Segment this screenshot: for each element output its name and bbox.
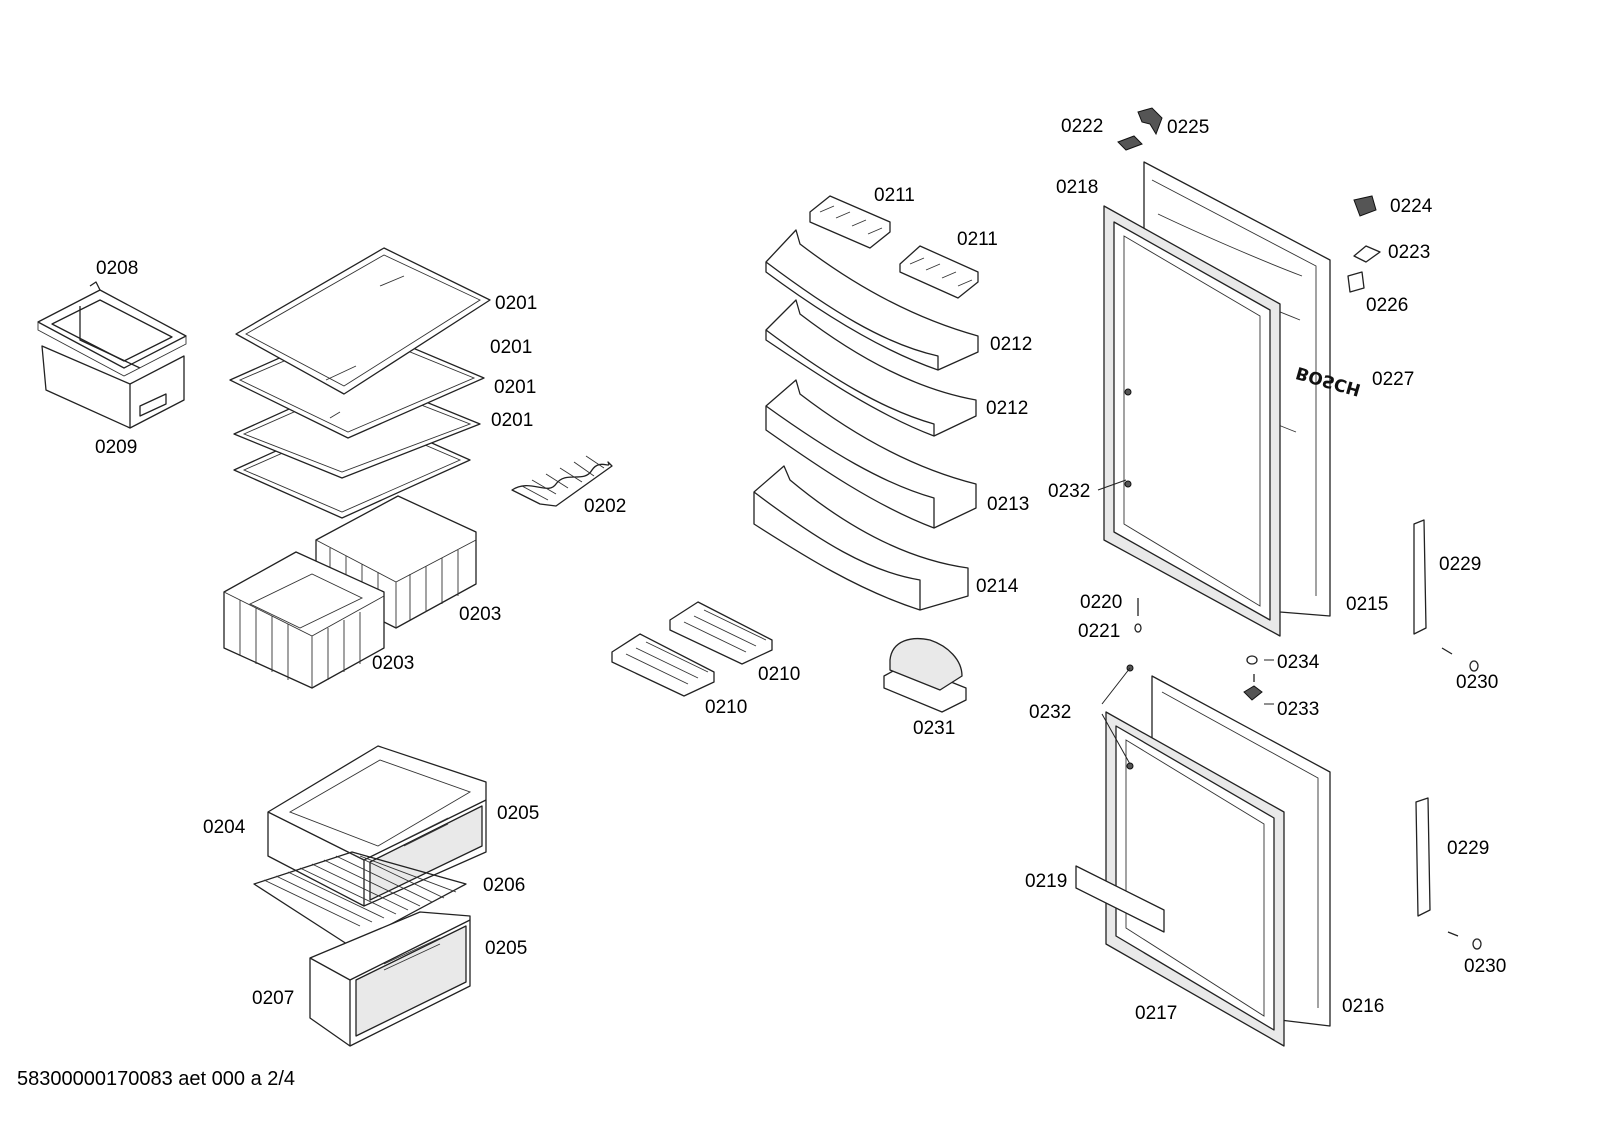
label-0203-b: 0203	[372, 653, 414, 674]
label-0216: 0216	[1342, 996, 1384, 1017]
fridge-door-drawing	[1103, 161, 1331, 637]
label-0217: 0217	[1135, 1003, 1177, 1024]
label-0201-b: 0201	[490, 337, 532, 358]
label-0204: 0204	[203, 817, 246, 838]
egg-trays-drawing	[809, 195, 979, 299]
callout-labels: 0208 0209 0201 0201 0201 0201 0202 0203 …	[95, 116, 1506, 1024]
label-0205-b: 0205	[485, 938, 527, 959]
hinges-and-screws-drawing	[1117, 107, 1482, 950]
label-0224: 0224	[1390, 196, 1433, 217]
label-0221: 0221	[1078, 621, 1120, 642]
label-0232-a: 0232	[1048, 481, 1090, 502]
label-0205-a: 0205	[497, 803, 539, 824]
label-0211-b: 0211	[957, 229, 998, 250]
label-0230-b: 0230	[1464, 956, 1506, 977]
label-0210-b: 0210	[705, 697, 747, 718]
label-0201-a: 0201	[495, 293, 537, 314]
ice-trays-drawing	[611, 601, 773, 697]
door-bins-drawing	[753, 229, 979, 611]
label-0226: 0226	[1366, 295, 1408, 316]
label-0232-b: 0232	[1029, 702, 1071, 723]
label-0225: 0225	[1167, 117, 1209, 138]
label-0211-a: 0211	[874, 185, 915, 206]
label-0212-b: 0212	[986, 398, 1028, 419]
label-0233: 0233	[1277, 699, 1319, 720]
label-0231: 0231	[913, 718, 955, 739]
label-0203-a: 0203	[459, 604, 501, 625]
freezer-door-drawing	[1075, 675, 1331, 1047]
label-0210-a: 0210	[758, 664, 800, 685]
label-0215: 0215	[1346, 594, 1388, 615]
label-0218: 0218	[1056, 177, 1098, 198]
label-0214: 0214	[976, 576, 1019, 597]
label-0207: 0207	[252, 988, 294, 1009]
leader-lines	[1097, 479, 1274, 765]
butter-dish-drawing	[883, 637, 967, 713]
glass-shelves-drawing	[229, 247, 491, 519]
label-0208: 0208	[96, 258, 138, 279]
label-0229-a: 0229	[1439, 554, 1481, 575]
label-0223: 0223	[1388, 242, 1430, 263]
crisper-drawer-drawing	[267, 745, 487, 907]
label-0227: 0227	[1372, 369, 1414, 390]
label-0222: 0222	[1061, 116, 1103, 137]
drawing-reference-footer: 58300000170083 aet 000 a 2/4	[17, 1068, 295, 1090]
label-0213: 0213	[987, 494, 1029, 515]
label-0206: 0206	[483, 875, 525, 896]
label-0212-a: 0212	[990, 334, 1032, 355]
ice-box-drawing	[37, 281, 187, 429]
label-0219: 0219	[1025, 871, 1067, 892]
wire-shelf-drawing	[253, 851, 467, 947]
label-0201-d: 0201	[491, 410, 533, 431]
label-0202: 0202	[584, 496, 626, 517]
label-0220: 0220	[1080, 592, 1122, 613]
bottle-rack-drawing	[511, 455, 613, 507]
label-0229-b: 0229	[1447, 838, 1489, 859]
label-0209: 0209	[95, 437, 137, 458]
freezer-drawer-drawing	[309, 911, 471, 1047]
label-0201-c: 0201	[494, 377, 536, 398]
label-0230-a: 0230	[1456, 672, 1498, 693]
wire-baskets-drawing	[223, 495, 477, 689]
label-0234: 0234	[1277, 652, 1320, 673]
